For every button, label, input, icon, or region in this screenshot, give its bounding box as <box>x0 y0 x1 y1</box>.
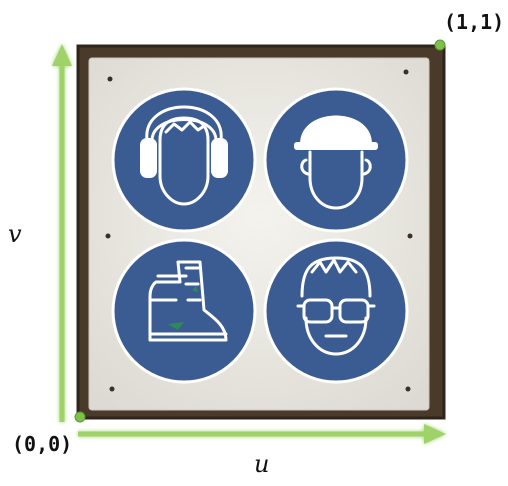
u-axis-label: u <box>254 450 270 478</box>
corner-marker <box>434 39 446 51</box>
u-axis-arrow <box>78 424 446 444</box>
hard-hat-sign-icon <box>263 87 409 233</box>
ear-protection-sign-icon <box>111 87 257 233</box>
safety-goggles-sign-icon <box>263 238 409 384</box>
origin-marker <box>74 411 86 423</box>
v-axis-label: v <box>8 220 22 248</box>
mounting-screws <box>105 69 413 392</box>
corner-label: (1,1) <box>444 10 505 34</box>
safety-boots-sign-icon <box>111 238 257 384</box>
origin-label: (0,0) <box>12 432 73 456</box>
v-axis-arrow <box>52 44 72 422</box>
